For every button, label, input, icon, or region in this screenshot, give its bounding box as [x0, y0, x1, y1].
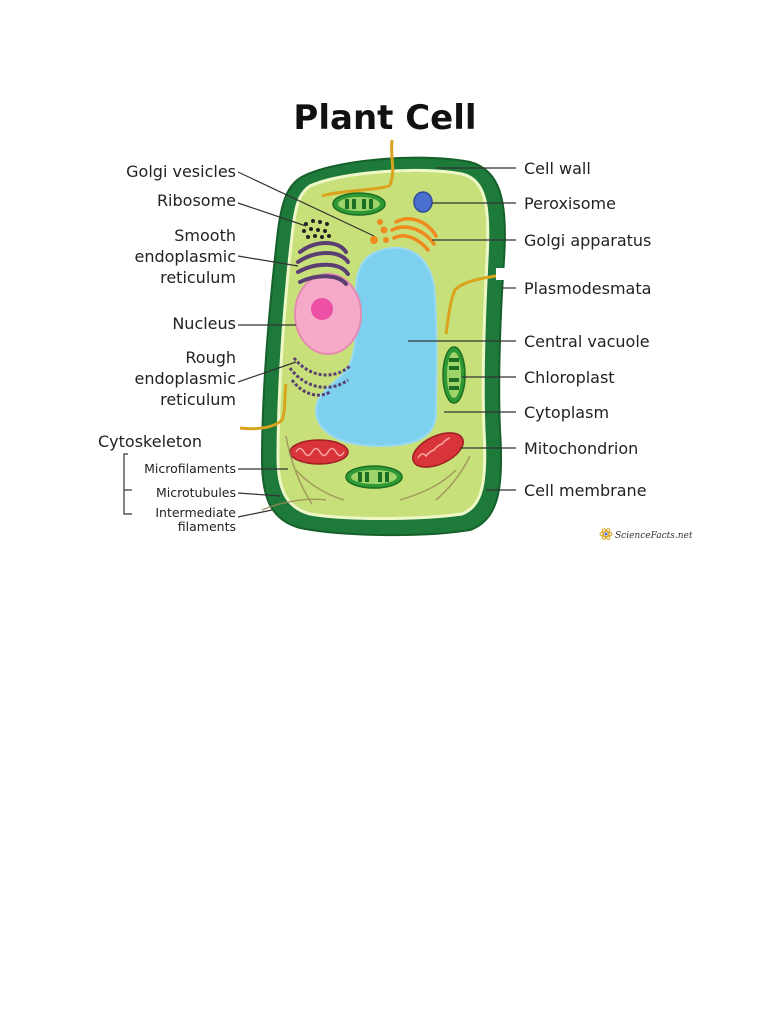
label-plasmodesmata: Plasmodesmata	[524, 279, 651, 298]
label-microfilaments: Microfilaments	[144, 461, 236, 476]
label-ser-line2: endoplasmic	[135, 247, 237, 266]
label-peroxisome: Peroxisome	[524, 194, 616, 213]
peroxisome	[413, 191, 433, 213]
sciencefacts-logo: ScienceFacts.net	[599, 528, 693, 541]
label-golgi-apparatus: Golgi apparatus	[524, 231, 651, 250]
diagram-title: Plant Cell	[293, 98, 476, 138]
label-nucleus: Nucleus	[172, 314, 236, 333]
label-cell-membrane: Cell membrane	[524, 481, 647, 500]
label-cytoplasm: Cytoplasm	[524, 403, 609, 422]
label-rer-line1: Rough	[185, 348, 236, 367]
mitochondrion-right	[412, 432, 464, 468]
label-central-vacuole: Central vacuole	[524, 332, 650, 351]
label-ser-line3: reticulum	[160, 268, 236, 287]
label-intermediate-line2: filaments	[178, 519, 236, 534]
label-ser-line1: Smooth	[174, 226, 236, 245]
chloroplast-top	[332, 192, 386, 216]
label-rer-line3: reticulum	[160, 390, 236, 409]
leader-lines	[123, 167, 516, 518]
golgi-vesicles	[370, 219, 389, 244]
logo-text: ScienceFacts.net	[615, 531, 693, 541]
label-rer-line2: endoplasmic	[135, 369, 237, 388]
label-golgi-vesicles: Golgi vesicles	[126, 162, 236, 181]
label-mitochondrion: Mitochondrion	[524, 439, 638, 458]
rough-er	[288, 357, 351, 397]
label-microtubules: Microtubules	[156, 485, 236, 500]
cytoskeleton-filaments	[261, 435, 471, 511]
plasmodesmata	[239, 139, 506, 431]
ribosomes	[302, 219, 331, 239]
chloroplast-right	[442, 346, 466, 404]
mitochondrion-left	[289, 439, 349, 465]
label-ribosome: Ribosome	[157, 191, 236, 210]
label-cell-wall: Cell wall	[524, 159, 591, 178]
label-intermediate-line1: Intermediate	[155, 505, 236, 520]
label-chloroplast: Chloroplast	[524, 368, 615, 387]
chloroplast-bottom	[345, 465, 403, 489]
label-cytoskeleton: Cytoskeleton	[98, 432, 202, 451]
golgi-apparatus	[390, 217, 438, 252]
nucleolus	[311, 298, 333, 320]
smooth-er	[296, 241, 350, 286]
